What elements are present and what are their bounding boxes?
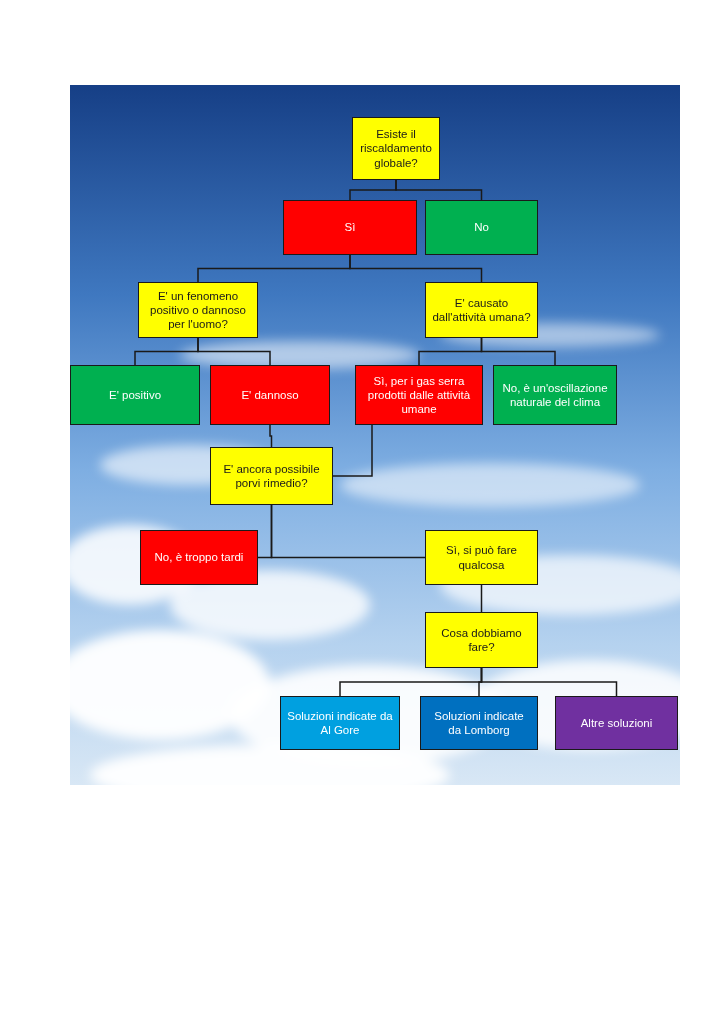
box-text: E' ancora possibile porvi rimedio?: [217, 462, 326, 490]
solution-box: Soluzioni indicate da Al Gore: [280, 696, 400, 750]
box-text: Soluzioni indicate da Lomborg: [427, 709, 531, 737]
cloud: [340, 463, 640, 507]
connector-line: [350, 180, 396, 200]
connector-line: [258, 505, 272, 558]
box-text: Sì, per i gas serra prodotti dalle attiv…: [362, 374, 476, 416]
connector-line: [340, 668, 482, 696]
box-text: Soluzioni indicate da Al Gore: [287, 709, 393, 737]
answer-box: No, è un'oscillazione naturale del clima: [493, 365, 617, 425]
cloud: [90, 745, 450, 785]
connector-line: [272, 505, 426, 558]
box-text: No, è un'oscillazione naturale del clima: [500, 381, 610, 409]
box-text: Sì, si può fare qualcosa: [432, 543, 531, 571]
box-text: Esiste il riscaldamento globale?: [359, 127, 433, 169]
connector-line: [482, 668, 617, 696]
connector-line: [198, 338, 270, 365]
box-text: Cosa dobbiamo fare?: [432, 626, 531, 654]
question-box: Esiste il riscaldamento globale?: [352, 117, 440, 180]
solution-box: Altre soluzioni: [555, 696, 678, 750]
connector-line: [270, 425, 272, 447]
cloud-layer: [70, 323, 680, 785]
answer-box: E' dannoso: [210, 365, 330, 425]
box-text: No, è troppo tardi: [155, 550, 244, 564]
connector-line: [481, 585, 483, 612]
connector-line: [350, 255, 482, 282]
question-box: E' ancora possibile porvi rimedio?: [210, 447, 333, 505]
answer-box: No, è troppo tardi: [140, 530, 258, 585]
solution-box: Soluzioni indicate da Lomborg: [420, 696, 538, 750]
answer-box: Sì: [283, 200, 417, 255]
connector-line: [396, 180, 482, 200]
box-text: E' dannoso: [241, 388, 298, 402]
box-text: Sì: [345, 220, 356, 234]
box-text: No: [474, 220, 489, 234]
question-box: E' un fenomeno positivo o dannoso per l'…: [138, 282, 258, 338]
question-box: Sì, si può fare qualcosa: [425, 530, 538, 585]
box-text: Altre soluzioni: [581, 716, 653, 730]
connector-line: [419, 338, 482, 365]
box-text: E' un fenomeno positivo o dannoso per l'…: [145, 289, 251, 331]
answer-box: Sì, per i gas serra prodotti dalle attiv…: [355, 365, 483, 425]
connector-line: [482, 338, 556, 365]
box-text: E' causato dall'attività umana?: [432, 296, 531, 324]
answer-box: E' positivo: [70, 365, 200, 425]
question-box: E' causato dall'attività umana?: [425, 282, 538, 338]
connector-line: [333, 425, 372, 476]
connector-line: [135, 338, 198, 365]
box-text: E' positivo: [109, 388, 161, 402]
answer-box: No: [425, 200, 538, 255]
question-box: Cosa dobbiamo fare?: [425, 612, 538, 668]
connector-line: [198, 255, 350, 282]
